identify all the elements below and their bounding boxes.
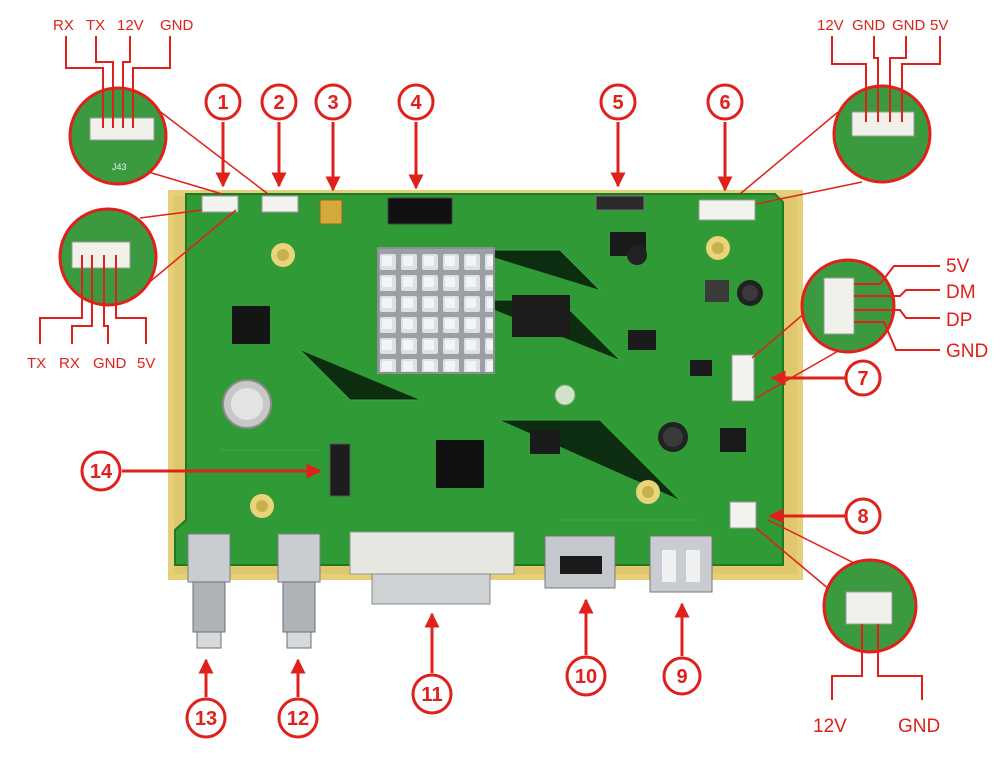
zoom-bubble-uart xyxy=(39,207,237,344)
svg-text:12: 12 xyxy=(287,708,309,730)
connector-13-bnc xyxy=(187,533,231,649)
connector-8 xyxy=(729,501,757,529)
svg-text:13: 13 xyxy=(195,708,217,730)
connector-14-hdmi xyxy=(329,443,351,497)
pin-label-tx: TX xyxy=(27,355,46,372)
connector-4 xyxy=(387,197,453,225)
pin-label-5v: 5V xyxy=(137,355,155,372)
svg-text:14: 14 xyxy=(90,461,113,483)
pin-label-gnd: GND xyxy=(852,17,886,34)
svg-text:1: 1 xyxy=(217,92,228,114)
pin-label-12v: 12V xyxy=(817,17,844,34)
pin-label-12v: 12V xyxy=(813,716,847,737)
connector-12-bnc xyxy=(277,533,321,649)
connector-11-dvi xyxy=(349,531,515,605)
pin-label-gnd: GND xyxy=(93,355,127,372)
pin-label-dm: DM xyxy=(946,282,976,303)
pin-label-5v: 5V xyxy=(946,256,970,277)
heatsink xyxy=(377,247,495,374)
svg-text:4: 4 xyxy=(410,92,422,114)
svg-text:2: 2 xyxy=(273,92,284,114)
callout-11: 11 xyxy=(411,612,453,715)
callout-5: 5 xyxy=(599,83,637,188)
callout-7: 7 xyxy=(770,359,882,397)
callout-14: 14 xyxy=(80,450,322,492)
pin-label-5v: 5V xyxy=(930,17,948,34)
callout-12: 12 xyxy=(277,658,319,739)
capacitor xyxy=(554,245,763,452)
connector-3-sma xyxy=(319,199,343,225)
pin-label-dp: DP xyxy=(946,310,972,331)
pin-label-rx: RX xyxy=(59,355,80,372)
callout-13: 13 xyxy=(185,658,227,739)
pin-label-gnd: GND xyxy=(946,341,988,362)
pin-label-tx: TX xyxy=(86,17,105,34)
connector-1 xyxy=(201,195,239,213)
callout-2: 2 xyxy=(260,83,298,188)
cpu-chip xyxy=(232,306,270,344)
callout-6: 6 xyxy=(706,83,744,192)
pin-label-gnd: GND xyxy=(892,17,926,34)
svg-text:5: 5 xyxy=(612,92,623,114)
callout-8: 8 xyxy=(768,497,882,535)
svg-text:11: 11 xyxy=(421,684,442,706)
svg-text:3: 3 xyxy=(327,92,338,114)
pin-label-12v: 12V xyxy=(117,17,144,34)
zoom-bubble-usb xyxy=(751,258,940,399)
pin-label-gnd: GND xyxy=(160,17,194,34)
callout-1: 1 xyxy=(204,83,242,188)
zoom-bubble-power-top xyxy=(739,36,941,205)
connector-7 xyxy=(731,354,755,402)
connector-5-fpc xyxy=(595,195,645,211)
svg-text:J43: J43 xyxy=(112,162,127,172)
mounting-hole xyxy=(250,236,730,518)
svg-text:6: 6 xyxy=(719,92,730,114)
svg-text:8: 8 xyxy=(857,506,868,528)
svg-text:9: 9 xyxy=(676,666,687,688)
callout-4: 4 xyxy=(397,83,435,190)
connector-6 xyxy=(698,199,756,221)
connector-10-hdmi xyxy=(544,535,616,589)
flash-chip xyxy=(512,295,570,337)
svg-text:7: 7 xyxy=(857,368,868,390)
scaler-chip xyxy=(436,440,484,488)
pin-label-gnd: GND xyxy=(898,716,940,737)
connector-9-usb xyxy=(649,535,713,593)
callout-9: 9 xyxy=(662,602,702,696)
pin-label-rx: RX xyxy=(53,17,74,34)
zoom-bubble-j43: J43 xyxy=(65,36,269,195)
callout-10: 10 xyxy=(565,598,607,697)
callout-3: 3 xyxy=(314,83,352,192)
svg-text:10: 10 xyxy=(575,666,597,688)
connector-2 xyxy=(261,195,299,213)
zoom-bubble-power-bottom xyxy=(755,519,923,700)
